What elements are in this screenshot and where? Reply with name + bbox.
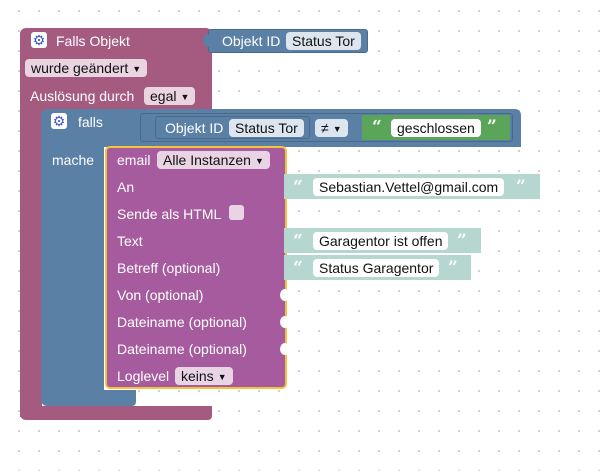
trigger-change-value: wurde geändert [31,60,129,76]
html-label: Sende als HTML [117,206,222,222]
if-gear-icon[interactable]: ⚙ [51,113,67,129]
trigger-change-dropdown[interactable]: wurde geändert▼ [25,59,148,77]
file1-label: Dateiname (optional) [117,314,247,330]
trigger-object-id-field[interactable]: Status Tor [286,32,361,50]
email-instance-value: Alle Instanzen [163,152,251,168]
file2-label: Dateiname (optional) [117,341,247,357]
trigger-gear-icon[interactable]: ⚙ [31,32,47,48]
email-title: email [117,152,151,168]
quote-open-icon: “ [372,117,382,137]
text-text-field[interactable]: Garagentor ist offen [313,232,449,250]
chevron-down-icon: ▼ [217,372,227,382]
operator-value: ≠ [321,120,329,136]
trigger-by-label: Auslösung durch [30,88,135,104]
trigger-object-label: Objekt ID [222,33,281,49]
socket-from [280,289,290,301]
quote-close-icon: ” [457,231,467,251]
loglevel-label: Loglevel [117,368,170,384]
socket-file1 [280,316,290,328]
quote-open-icon: “ [293,258,303,278]
chevron-down-icon: ▼ [254,156,264,166]
trigger-object-connector [203,34,212,47]
quote-open-icon: “ [293,231,303,251]
trigger-by-value: egal [150,88,177,104]
to-label: An [117,179,135,195]
quote-open-icon: “ [293,177,303,197]
operator-dropdown[interactable]: ≠▼ [315,119,348,137]
loglevel-dropdown[interactable]: keins▼ [175,367,233,385]
chevron-down-icon: ▼ [180,92,190,102]
trigger-block-spine [20,105,42,417]
do-label: mache [52,152,95,168]
subject-label: Betreff (optional) [117,260,221,276]
html-checkbox[interactable] [229,205,244,220]
chevron-down-icon: ▼ [332,124,342,134]
email-block[interactable] [105,146,287,389]
chevron-down-icon: ▼ [132,64,142,74]
compare-text-field[interactable]: geschlossen [391,119,481,137]
subject-text-field[interactable]: Status Garagentor [313,259,440,277]
trigger-by-dropdown[interactable]: egal▼ [144,87,196,105]
quote-close-icon: ” [448,258,458,278]
quote-close-icon: ” [516,177,526,197]
from-label: Von (optional) [117,287,204,303]
if-label: falls [78,114,103,130]
trigger-title: Falls Objekt [56,33,130,49]
email-instance-dropdown[interactable]: Alle Instanzen▼ [157,151,270,169]
if-block-spine [41,146,104,390]
socket-file2 [280,343,290,355]
compare-object-id-field[interactable]: Status Tor [229,119,304,137]
compare-object-label: Objekt ID [165,120,224,136]
to-text-field[interactable]: Sebastian.Vettel@gmail.com [313,178,505,196]
loglevel-value: keins [181,368,214,384]
text-label: Text [117,233,143,249]
if-block-footer [41,390,136,406]
quote-close-icon: ” [487,117,497,137]
trigger-block-footer [20,406,212,420]
